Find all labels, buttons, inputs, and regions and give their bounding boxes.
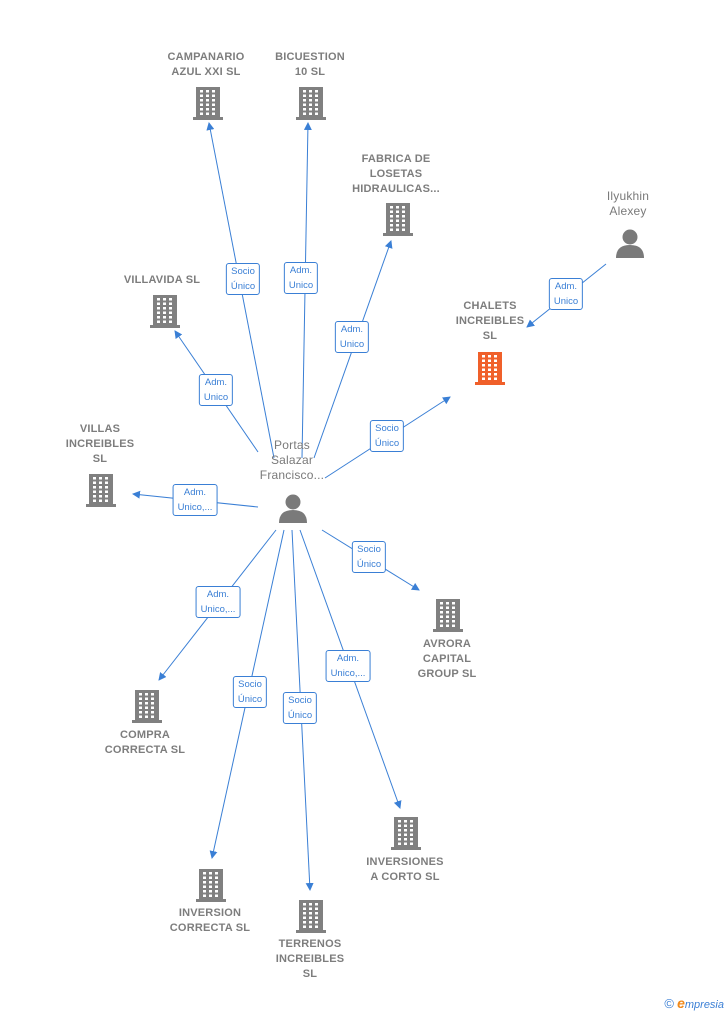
building-icon[interactable]	[391, 816, 421, 855]
edge-label-portas-avrora[interactable]: Socio Único	[351, 541, 387, 573]
person-icon[interactable]	[615, 228, 645, 263]
node-label-compra[interactable]: COMPRA CORRECTA SL	[104, 729, 186, 756]
node-label-inversion[interactable]: INVERSION CORRECTA SL	[169, 907, 251, 934]
building-icon[interactable]	[196, 868, 226, 907]
node-label-portas[interactable]: Portas Salazar Francisco...	[259, 438, 325, 482]
footer-brand: © empresia	[664, 995, 724, 1011]
building-icon[interactable]	[296, 86, 326, 125]
edge-label-portas-villavida[interactable]: Adm. Unico	[198, 374, 234, 406]
building-icon[interactable]	[150, 294, 180, 333]
edge-label-portas-terrenos[interactable]: Socio Único	[282, 692, 318, 724]
building-icon[interactable]	[296, 899, 326, 938]
building-icon[interactable]	[193, 86, 223, 125]
node-label-villas[interactable]: VILLAS INCREIBLES SL	[65, 423, 135, 465]
brand-name: mpresia	[684, 999, 724, 1011]
node-label-villavida[interactable]: VILLAVIDA SL	[123, 274, 201, 286]
node-label-bicuestion[interactable]: BICUESTION 10 SL	[275, 51, 345, 78]
node-label-avrora[interactable]: AVRORA CAPITAL GROUP SL	[417, 638, 477, 680]
edge-label-ilyukhin-chalets[interactable]: Adm. Unico	[548, 278, 584, 310]
building-icon[interactable]	[383, 202, 413, 241]
edge-label-portas-inversiones[interactable]: Adm. Unico,...	[325, 650, 371, 682]
edge-label-portas-compra[interactable]: Adm. Unico,...	[195, 586, 241, 618]
edge-label-portas-campanario[interactable]: Socio Único	[225, 263, 261, 295]
node-label-terrenos[interactable]: TERRENOS INCREIBLES SL	[275, 938, 345, 980]
building-icon[interactable]	[475, 351, 505, 390]
person-icon[interactable]	[278, 493, 308, 528]
edge-label-portas-fabrica[interactable]: Adm. Unico	[334, 321, 370, 353]
node-label-campanario[interactable]: CAMPANARIO AZUL XXI SL	[167, 51, 245, 78]
edge-label-portas-chalets[interactable]: Socio Único	[369, 420, 405, 452]
node-label-chalets[interactable]: CHALETS INCREIBLES SL	[455, 300, 525, 342]
node-label-fabrica[interactable]: FABRICA DE LOSETAS HIDRAULICAS...	[352, 153, 440, 195]
building-icon[interactable]	[86, 473, 116, 512]
node-label-ilyukhin[interactable]: Ilyukhin Alexey	[606, 189, 650, 218]
edge-label-portas-bicuestion[interactable]: Adm. Unico	[283, 262, 319, 294]
brand-initial: e	[677, 995, 685, 1011]
copyright-symbol: ©	[664, 996, 675, 1011]
building-icon[interactable]	[433, 598, 463, 637]
edge-label-portas-inversion[interactable]: Socio Único	[232, 676, 268, 708]
edge-label-portas-villas[interactable]: Adm. Unico,...	[172, 484, 218, 516]
node-label-inversiones[interactable]: INVERSIONES A CORTO SL	[366, 856, 444, 883]
building-icon[interactable]	[132, 689, 162, 728]
